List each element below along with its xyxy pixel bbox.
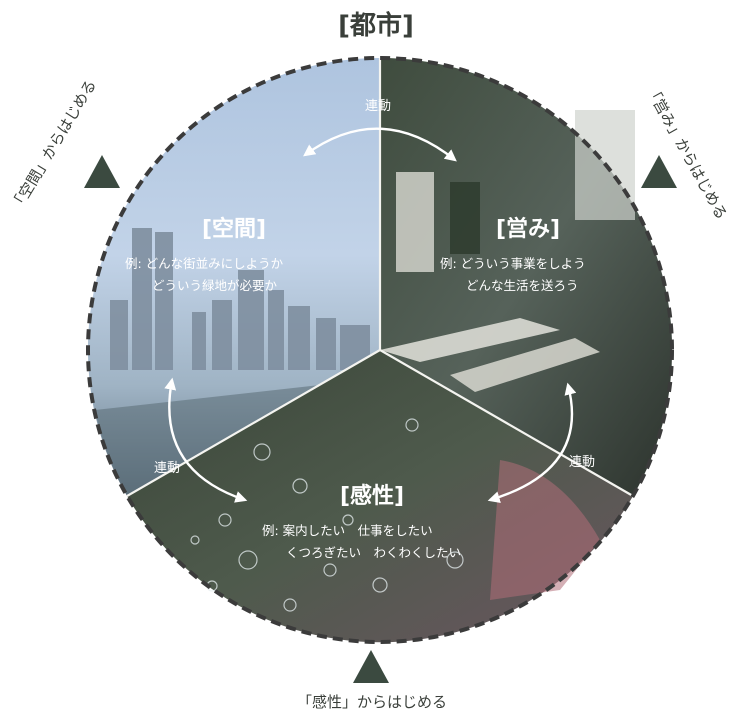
space-example-line1: 例: どんな街並みにしようか	[125, 256, 284, 271]
start-label-left: 「空間」からはじめる	[7, 76, 100, 214]
link-arrow-left	[164, 377, 248, 503]
activity-example-line1: 例: どういう事業をしよう	[440, 256, 586, 271]
activity-example-line2: どんな生活を送ろう	[466, 278, 579, 293]
sensibility-example-line1: 例: 案内したい 仕事をしたい	[262, 523, 433, 538]
sensibility-example-line2: くつろぎたい わくわくしたい	[286, 545, 461, 560]
link-arrow-top	[303, 127, 457, 162]
bubbles	[190, 418, 464, 612]
marker-triangle-bottom	[353, 650, 389, 683]
activity-heading: [営み]	[496, 216, 560, 242]
sector-activity	[380, 57, 673, 497]
link-label-right: 連動	[569, 455, 595, 470]
outer-dashed-circle	[86, 56, 674, 644]
link-label-left: 連動	[154, 461, 180, 476]
space-heading: [空間]	[202, 216, 266, 242]
skyline-buildings	[110, 228, 370, 370]
marker-triangle-left	[84, 155, 120, 188]
diagram-title: [都市]	[338, 10, 414, 41]
start-label-right: 「営み」からはじめる	[642, 83, 730, 223]
start-label-bottom: 「感性」からはじめる	[297, 693, 447, 711]
marker-triangle-right	[641, 155, 677, 188]
space-example-line2: どういう緑地が必要か	[152, 278, 278, 293]
link-label-top: 連動	[365, 99, 391, 114]
link-arrows	[164, 127, 577, 503]
sensibility-heading: [感性]	[340, 483, 404, 509]
link-arrow-right	[487, 382, 577, 503]
